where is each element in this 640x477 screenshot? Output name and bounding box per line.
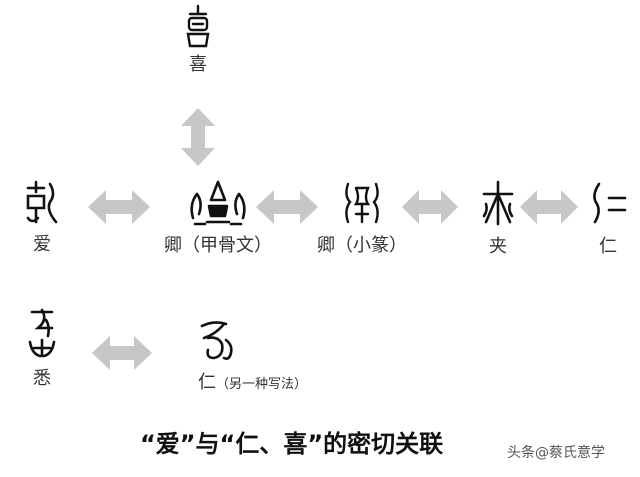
double-arrow-horizontal-icon — [88, 190, 150, 224]
diagram-title: “爱”与“仁、喜”的密切关联 — [140, 430, 444, 458]
ancient-glyph-qing-oracle-icon — [190, 180, 246, 226]
node-qing-seal: 卿（小篆） — [302, 178, 422, 255]
ancient-glyph-ai-icon — [26, 180, 58, 224]
node-ai-alt: 悉 — [18, 306, 66, 388]
node-qing-seal-label: 卿（小篆） — [317, 235, 407, 256]
node-jia-label: 夹 — [489, 236, 507, 257]
ancient-glyph-ren-icon — [593, 182, 627, 224]
node-ai-label: 爱 — [33, 234, 51, 255]
ancient-glyph-jia-icon — [482, 180, 514, 226]
double-arrow-horizontal-icon — [92, 336, 152, 370]
watermark: 头条@蔡氏意学 — [507, 445, 605, 461]
node-qing-oracle-label: 卿（甲骨文） — [164, 235, 272, 256]
node-ren-alt: 仁（另一种写法） — [178, 316, 368, 392]
double-arrow-horizontal-icon — [402, 190, 458, 224]
node-ren-alt-label: 仁（另一种写法） — [198, 374, 307, 392]
node-ren: 仁 — [584, 178, 632, 256]
double-arrow-horizontal-icon — [256, 190, 318, 224]
ancient-glyph-ai-alt-icon — [28, 308, 56, 358]
ancient-glyph-ren-alt-icon — [200, 321, 233, 360]
node-xi-label: 喜 — [189, 54, 207, 75]
node-jia: 夹 — [474, 178, 522, 256]
node-ren-alt-note: （另一种写法） — [216, 377, 308, 392]
node-ren-alt-char: 仁 — [198, 372, 216, 393]
node-ai-alt-label: 悉 — [33, 368, 51, 389]
double-arrow-horizontal-icon — [520, 190, 578, 224]
node-ren-label: 仁 — [599, 236, 617, 257]
ancient-glyph-qing-seal-icon — [345, 182, 379, 224]
double-arrow-vertical-icon — [181, 108, 215, 166]
node-xi: 喜 — [178, 4, 218, 74]
node-ai: 爱 — [18, 178, 66, 254]
node-qing-oracle: 卿（甲骨文） — [153, 178, 283, 255]
ancient-glyph-xi-icon — [186, 4, 210, 48]
